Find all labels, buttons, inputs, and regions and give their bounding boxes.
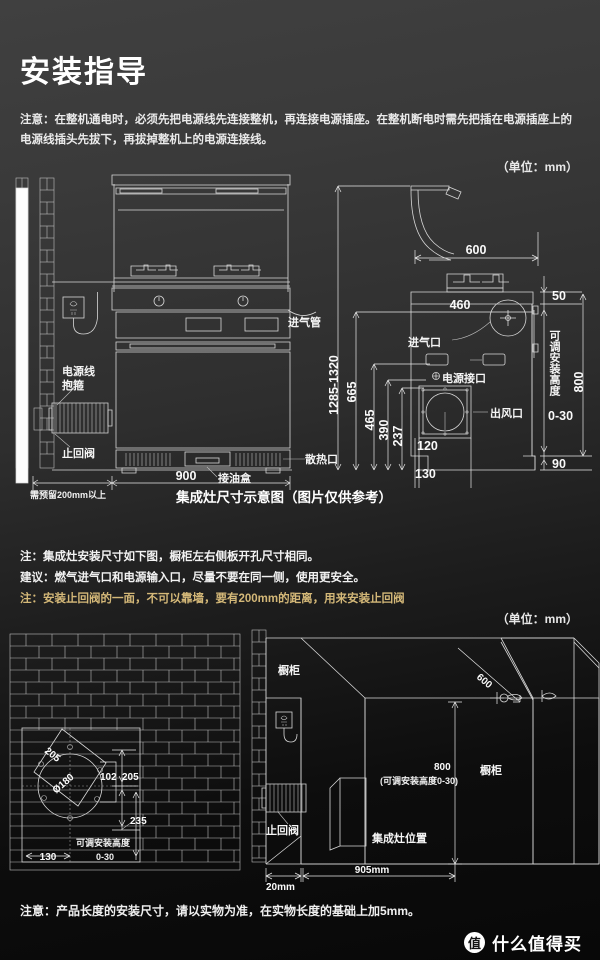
dimension-20mm: 20mm: [265, 868, 302, 893]
leader-235: [120, 821, 133, 831]
dim-460: 460: [450, 298, 471, 312]
watermark-logo-icon: 值: [464, 932, 485, 953]
warning-text: 注意：在整机通电时，必须先把电源线先连接整机，再连接电源插座。在整机断电时需先把…: [20, 114, 572, 146]
dimension-600: 600: [414, 232, 539, 266]
dim-width-900: 900: [176, 469, 197, 483]
dim-905mm: 905mm: [355, 865, 390, 876]
watermark: 值 什么值得买: [464, 930, 582, 955]
dim-665: 665: [345, 382, 359, 403]
dim-237: 237: [391, 426, 405, 447]
dim-235: 235: [130, 816, 147, 827]
dimension-width-900: 900: [32, 469, 291, 490]
label-gas-pipe: 进气管: [288, 315, 321, 329]
label-adjustable-range: 0-30: [548, 409, 573, 423]
label-cabinet-left: 橱柜: [278, 663, 300, 677]
dim-600: 600: [466, 243, 487, 257]
label-check-valve: 止回阀: [62, 446, 95, 460]
hood-chimney: [410, 185, 462, 261]
label-reserve-200: 需预留200mm以上: [30, 489, 106, 500]
brick-wall-strip: [251, 629, 267, 863]
page-title: 安装指导: [20, 56, 148, 89]
dim-cabinet-600: 600: [474, 672, 494, 691]
wall-socket-icon: [62, 292, 98, 335]
footer-note: 注意：产品长度的安装尺寸，请以实物为准，在实物长度的基础上加5mm。: [20, 904, 421, 918]
dim-1285-1320: 1285-1320: [327, 355, 341, 415]
dim-50: 50: [552, 289, 566, 303]
leader-check-valve: [54, 433, 71, 448]
gas-pipe-curve: [287, 309, 317, 316]
dim-120: 120: [417, 439, 438, 453]
label-power-socket: 电源接口: [442, 371, 486, 385]
dimension-right-stack: 50 90 800: [540, 276, 592, 471]
opening-square-rotated: [33, 728, 107, 807]
inner-bracket: [100, 761, 117, 803]
cabinet-check-valve: [261, 783, 307, 813]
dim-465: 465: [363, 410, 377, 431]
gas-tap-icons: [490, 690, 557, 704]
unit-label-top: （单位：mm）: [496, 160, 578, 174]
dimension-bottom-small: 120 130: [414, 438, 472, 488]
dimension-460: 460: [356, 298, 532, 313]
dim-130: 130: [40, 852, 57, 863]
dim-diameter-180: Ø180: [51, 772, 77, 797]
dim-800: 800: [572, 372, 586, 393]
dim-390: 390: [377, 420, 391, 441]
stove-side-body: [410, 299, 539, 471]
label-air-outlet: 出风口: [490, 406, 523, 420]
brick-wall-right: [33, 177, 55, 469]
notes-block: 注：集成灶安装尺寸如下图，橱柜左右侧板开孔尺寸相同。 建议：燃气进气口和电源输入…: [20, 547, 580, 610]
diagram-top-caption: 集成灶尺寸示意图（图片仅供参考）: [176, 490, 392, 505]
dim-90: 90: [552, 457, 566, 471]
dimension-left-chain: 1285-1320 665 465 390 237: [327, 185, 430, 471]
leader-gas-inlet: [451, 321, 491, 341]
leader-oil-box: [206, 466, 218, 478]
note-line-2: 建议：燃气进气口和电源输入口，尽量不要在同一侧，使用更安全。: [20, 572, 365, 584]
counter-top: [410, 273, 534, 305]
label-power-cord-clamp-line1: 电源线: [62, 364, 95, 378]
label-cabinet-height-note: (可调安装高度0-30): [380, 775, 458, 786]
note-line-1: 注：集成灶安装尺寸如下图，橱柜左右侧板开孔尺寸相同。: [20, 551, 319, 563]
label-adjustable-height: 可调安装高度: [548, 330, 562, 397]
right-vertical-dim: [132, 791, 140, 860]
dim-130: 130: [415, 467, 436, 481]
label-stove-position: 集成灶位置: [371, 831, 427, 845]
side-view-diagram: 600 460 50 90 800 可调安装高度 0-30: [327, 185, 592, 488]
leader-power-clamp: [56, 385, 77, 406]
watermark-text: 什么值得买: [492, 935, 582, 954]
cabinet-socket-icon: [275, 711, 298, 743]
wall-white-strip: [15, 187, 29, 484]
dimension-905: 905mm: [302, 864, 456, 882]
label-wall-adjustable-height: 可调安装高度: [76, 837, 131, 848]
label-heat-vent: 散热口: [305, 452, 338, 466]
check-valve-part: [48, 402, 113, 434]
dimension-800-height: 800 (可调安装高度0-30): [380, 701, 462, 865]
cutout-panel: [21, 727, 141, 863]
wall-opening-diagram: 205 Ø180 102 205 235 130 可调安装高度 0-30: [9, 633, 241, 871]
unit-label-bottom: （单位：mm）: [496, 612, 578, 626]
leader-cabinet-check-valve: [277, 811, 289, 825]
dim-cabinet-800: 800: [434, 762, 451, 773]
label-adjustable-height-group: 可调安装高度 0-30: [548, 330, 573, 423]
room-3d-box: [265, 637, 600, 865]
label-gas-inlet: 进气口: [408, 335, 441, 349]
dim-205: 205: [122, 772, 139, 783]
cabinet-3d-diagram: 止回阀 橱柜 橱柜 集成灶位置 600 800 (可调安装高度0-30): [251, 629, 600, 893]
label-power-cord-clamp-line2: 抱箍: [62, 378, 84, 392]
dimension-130: 130: [25, 852, 71, 863]
stove-front-body: [52, 174, 292, 474]
dimension-102-205: 102 205: [100, 749, 140, 831]
label-cabinet-check-valve: 止回阀: [266, 823, 299, 837]
label-wall-adjustable-range: 0-30: [96, 852, 114, 862]
brick-wall-background: [9, 633, 241, 871]
front-view-diagram: 电源线 抱箍 止回阀 散热口 接油盒 进气管 900 需预留200mm以上: [15, 174, 338, 500]
dim-diag-205: 205: [42, 746, 62, 765]
label-oil-box: 接油盒: [218, 471, 252, 485]
note-line-3: 注：安装止回阀的一面，不可以靠墙，要有200mm的距离，用来安装止回阀: [20, 593, 405, 605]
dim-102: 102: [100, 772, 117, 783]
dim-20mm: 20mm: [266, 882, 295, 893]
label-cabinet-right: 橱柜: [480, 763, 502, 777]
